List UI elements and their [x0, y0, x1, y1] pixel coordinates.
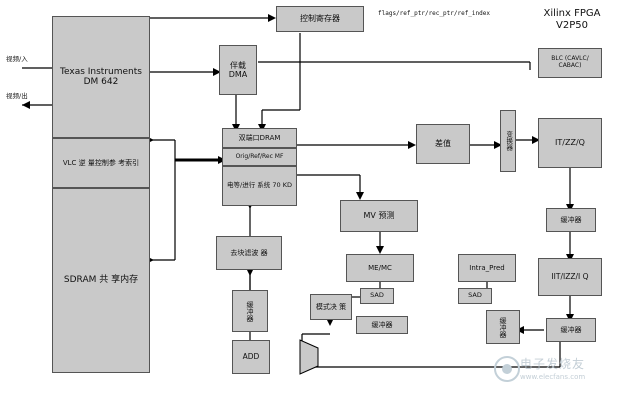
watermark-line2: www.elecfans.com — [520, 372, 586, 381]
label-fpga-title: Xilinx FPGA V2P50 — [543, 8, 601, 31]
mux-symbol — [299, 339, 319, 375]
watermark-logo-icon — [494, 356, 520, 382]
block-intra-pred: Intra_Pred — [458, 254, 516, 282]
block-add: ADD — [232, 340, 270, 374]
block-me-mc-label: ME/MC — [368, 263, 392, 272]
block-buffer-2-label: 缓冲器 — [560, 325, 582, 334]
block-buffer-4-label: 缓冲器 — [371, 320, 393, 329]
block-buffer-5-label: 缓冲器 — [499, 316, 508, 338]
block-blc: BLC (CAVLC/ CABAC) — [538, 48, 602, 78]
block-intra-pred-label: Intra_Pred — [469, 263, 505, 272]
block-dma-label: 伴载 DMA — [228, 60, 248, 79]
block-buffer-3: 缓冲器 — [232, 290, 268, 332]
block-mv-prediction-label: MV 预测 — [363, 211, 395, 221]
block-sdram-label: SDRAM 共 享内存 — [63, 275, 139, 286]
block-deblocking-filter: 去块滤波 器 — [216, 236, 282, 270]
block-buffer-2: 缓冲器 — [546, 318, 596, 342]
block-blc-label: BLC (CAVLC/ CABAC) — [551, 55, 589, 69]
label-video-in: 视频/入 — [6, 55, 28, 63]
block-buffer-1-label: 缓冲器 — [560, 215, 582, 224]
block-difference-label: 差值 — [435, 139, 451, 149]
block-sad-1-label: SAD — [370, 291, 384, 300]
block-difference: 差值 — [416, 124, 470, 164]
block-transformer: 变换器 — [500, 110, 516, 172]
block-dual-port-dram-label: 双端口DRAM — [238, 133, 281, 142]
block-dual-port-dram: 双端口DRAM — [222, 128, 297, 148]
label-flags: flags/ref_ptr/rec_ptr/ref_index — [378, 10, 490, 17]
block-me-mc: ME/MC — [346, 254, 414, 282]
block-sdram: SDRAM 共 享内存 — [52, 188, 150, 373]
block-it-zz-q: IT/ZZ/Q — [538, 118, 602, 168]
block-add-label: ADD — [242, 351, 260, 361]
block-control-register: 控制寄存器 — [276, 6, 364, 32]
block-sad-2-label: SAD — [468, 291, 482, 300]
block-vlc: VLC 逆 量控制参 考索引 — [52, 138, 150, 188]
block-orig-ref-rec: Orig/Ref/Rec MF — [222, 148, 297, 166]
block-transformer-label: 变换器 — [504, 131, 513, 151]
block-orig-ref-rec-label: Orig/Ref/Rec MF — [235, 152, 284, 160]
block-vlc-label: VLC 逆 量控制参 考索引 — [62, 158, 140, 167]
watermark: 电子发烧友 www.elecfans.com — [520, 357, 616, 382]
block-it-zz-q-label: IT/ZZ/Q — [555, 138, 585, 148]
block-dma: 伴载 DMA — [219, 45, 257, 95]
block-deblocking-filter-label: 去块滤波 器 — [230, 248, 268, 257]
block-buffer-4: 缓冲器 — [356, 316, 408, 334]
block-buffer-5: 缓冲器 — [486, 310, 520, 344]
block-ram-detail-label: 电等/进行 系统 70 KD — [227, 181, 292, 190]
label-video-out: 视频/出 — [6, 92, 28, 100]
block-dsp: Texas Instruments DM 642 — [52, 16, 150, 138]
block-ram-detail: 电等/进行 系统 70 KD — [222, 166, 297, 206]
block-mode-decision-label: 模式决 策 — [315, 302, 347, 311]
block-iit-izz-iq-label: IIT/IZZ/I Q — [551, 271, 589, 281]
block-buffer-1: 缓冲器 — [546, 208, 596, 232]
block-sad-1: SAD — [360, 288, 394, 304]
block-buffer-3-label: 缓冲器 — [246, 300, 255, 322]
watermark-line1: 电子发烧友 — [520, 357, 586, 371]
block-mode-decision: 模式决 策 — [310, 294, 352, 320]
block-sad-2: SAD — [458, 288, 492, 304]
block-control-register-label: 控制寄存器 — [300, 14, 340, 24]
block-dsp-label: Texas Instruments DM 642 — [60, 66, 142, 87]
block-mv-prediction: MV 预测 — [340, 200, 418, 232]
block-iit-izz-iq: IIT/IZZ/I Q — [538, 258, 602, 296]
